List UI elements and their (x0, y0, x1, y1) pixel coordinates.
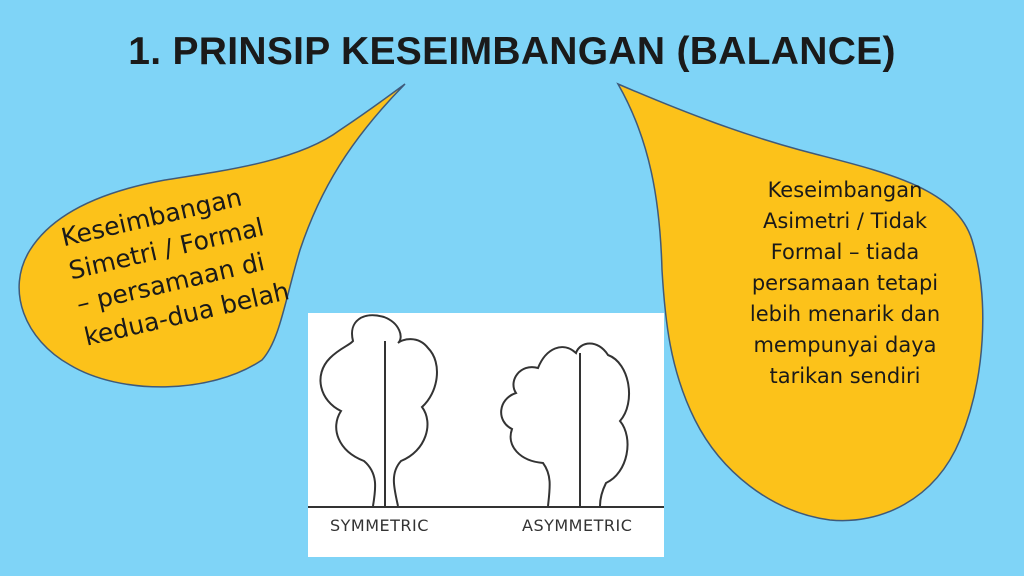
right-bubble-line: mempunyai daya (753, 333, 937, 357)
right-bubble-line: persamaan tetapi (751, 271, 939, 295)
tree-drawings (308, 314, 664, 508)
right-bubble-text: Keseimbangan Asimetri / Tidak Formal – t… (720, 175, 970, 392)
symmetric-tree-icon (319, 314, 438, 507)
symmetric-label: SYMMETRIC (330, 516, 429, 535)
right-bubble-line: Formal – tiada (770, 240, 920, 264)
right-speech-bubble (616, 82, 984, 522)
tree-balance-illustration: SYMMETRIC ASYMMETRIC (308, 313, 664, 557)
asymmetric-label: ASYMMETRIC (522, 516, 633, 535)
left-speech-bubble (18, 83, 406, 388)
right-bubble-line: tarikan sendiri (769, 364, 921, 388)
asymmetric-tree-icon (500, 342, 631, 507)
right-bubble-line: Keseimbangan (767, 178, 923, 202)
page-title: 1. PRINSIP KESEIMBANGAN (BALANCE) (128, 30, 896, 73)
right-bubble-line: lebih menarik dan (749, 302, 941, 326)
right-bubble-line: Asimetri / Tidak (762, 209, 928, 233)
